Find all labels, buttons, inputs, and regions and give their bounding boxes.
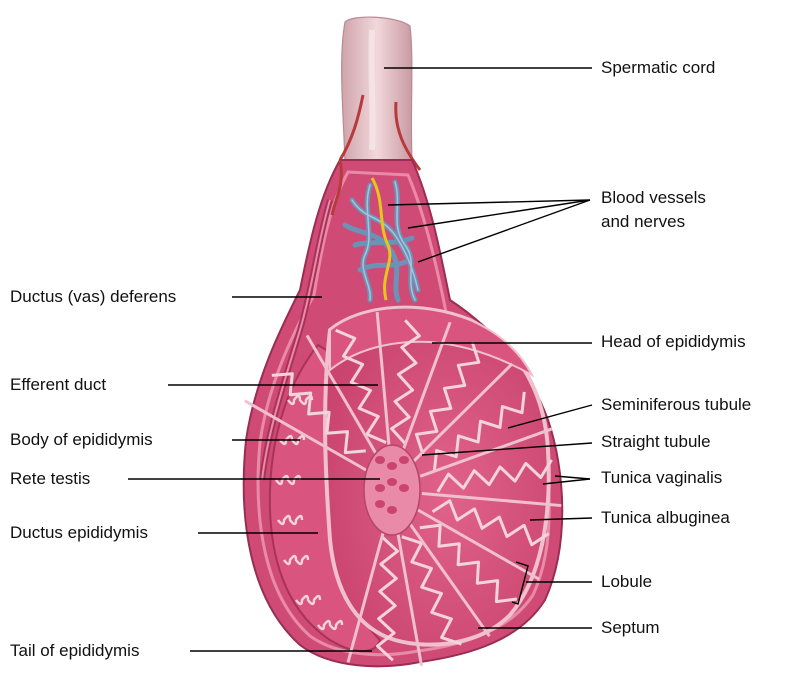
septum-line (244, 399, 367, 472)
seminiferous-tubule-squiggle (431, 499, 550, 547)
leader-vessels-2 (407, 199, 591, 229)
septum-line (419, 427, 553, 478)
leader-tunica-vag-1 (542, 478, 591, 485)
rete-channel (387, 506, 397, 514)
septum-line (400, 321, 452, 453)
septum-line (346, 528, 386, 663)
rete-channel (375, 500, 385, 508)
rete-channel (399, 456, 409, 464)
epididymis-coil (275, 474, 302, 486)
vein-highlights (351, 181, 419, 301)
rete-channel (375, 456, 385, 464)
label-septum: Septum (601, 618, 660, 637)
rete-channel (375, 484, 385, 492)
label-tail-epididymis: Tail of epididymis (10, 641, 140, 660)
label-straight-tubule: Straight tubule (601, 432, 711, 451)
leader-tunica-albuginea (529, 517, 593, 521)
rete-channels (375, 456, 409, 514)
rete-channel (399, 484, 409, 492)
septum-line (305, 334, 379, 457)
seminiferous-tubule-squiggle (390, 319, 421, 446)
label-ductus-epididymis: Ductus epididymis (10, 523, 148, 542)
epididymis-coil (287, 394, 314, 406)
seminiferous-tubule-squiggle (414, 341, 481, 455)
nerve (370, 177, 392, 301)
rete-channel (387, 462, 397, 470)
leader-vessels-1 (387, 199, 591, 206)
label-ductus-deferens: Ductus (vas) deferens (10, 287, 177, 306)
label-head-epididymis: Head of epididymis (601, 332, 746, 351)
cord-highlight (368, 29, 376, 151)
label-spermatic-cord: Spermatic cord (601, 58, 716, 77)
seminiferous-tubule-squiggle (335, 328, 387, 444)
leader-seminiferous (507, 404, 593, 429)
septum-line (375, 312, 391, 451)
label-efferent-duct: Efferent duct (10, 375, 107, 394)
epididymis-coil (283, 554, 310, 566)
leader-straight-tubule (421, 442, 593, 456)
ductus-deferens-inner (261, 199, 331, 481)
septum-line (412, 362, 514, 463)
cord-artery-right (394, 101, 422, 171)
testicular-artery (330, 159, 343, 216)
leader-vessels-3 (417, 199, 591, 263)
septum-line (407, 521, 491, 638)
label-tunica-albuginea: Tunica albuginea (601, 508, 730, 527)
seminiferous-tubule-squiggle (401, 535, 462, 646)
label-blood-vessels-1: Blood vessels (601, 188, 706, 207)
rete-testis-region (363, 444, 421, 536)
epididymis-coil (295, 594, 322, 606)
leader-tunica-vag-2 (554, 475, 591, 480)
label-blood-vessels-2: and nerves (601, 212, 686, 231)
cord-artery-left (338, 94, 365, 161)
label-body-epididymis: Body of epididymis (10, 430, 153, 449)
seminiferous-tubule-squiggle (436, 459, 553, 493)
septum-line (395, 529, 423, 667)
leader-lobule (511, 561, 529, 605)
label-lobule: Lobule (601, 572, 653, 591)
spermatic-cord-shape (341, 16, 413, 166)
epididymis-coil (277, 514, 304, 526)
septum-line (417, 508, 540, 581)
leader-lines (128, 67, 593, 652)
label-tunica-vaginalis: Tunica vaginalis (601, 468, 723, 487)
seminiferous-tubule-squiggle (376, 535, 399, 662)
septum-line (421, 491, 562, 508)
label-rete-testis: Rete testis (10, 469, 91, 488)
seminiferous-tubule-squiggle (419, 523, 517, 604)
label-seminiferous-tubule: Seminiferous tubule (601, 395, 752, 414)
tubule-pattern (271, 319, 553, 662)
septa-lines (244, 312, 562, 667)
epididymis-coil (317, 619, 344, 631)
rete-channel (387, 478, 397, 486)
epididymis-head (329, 306, 535, 378)
seminiferous-tubule-squiggle (271, 372, 366, 455)
